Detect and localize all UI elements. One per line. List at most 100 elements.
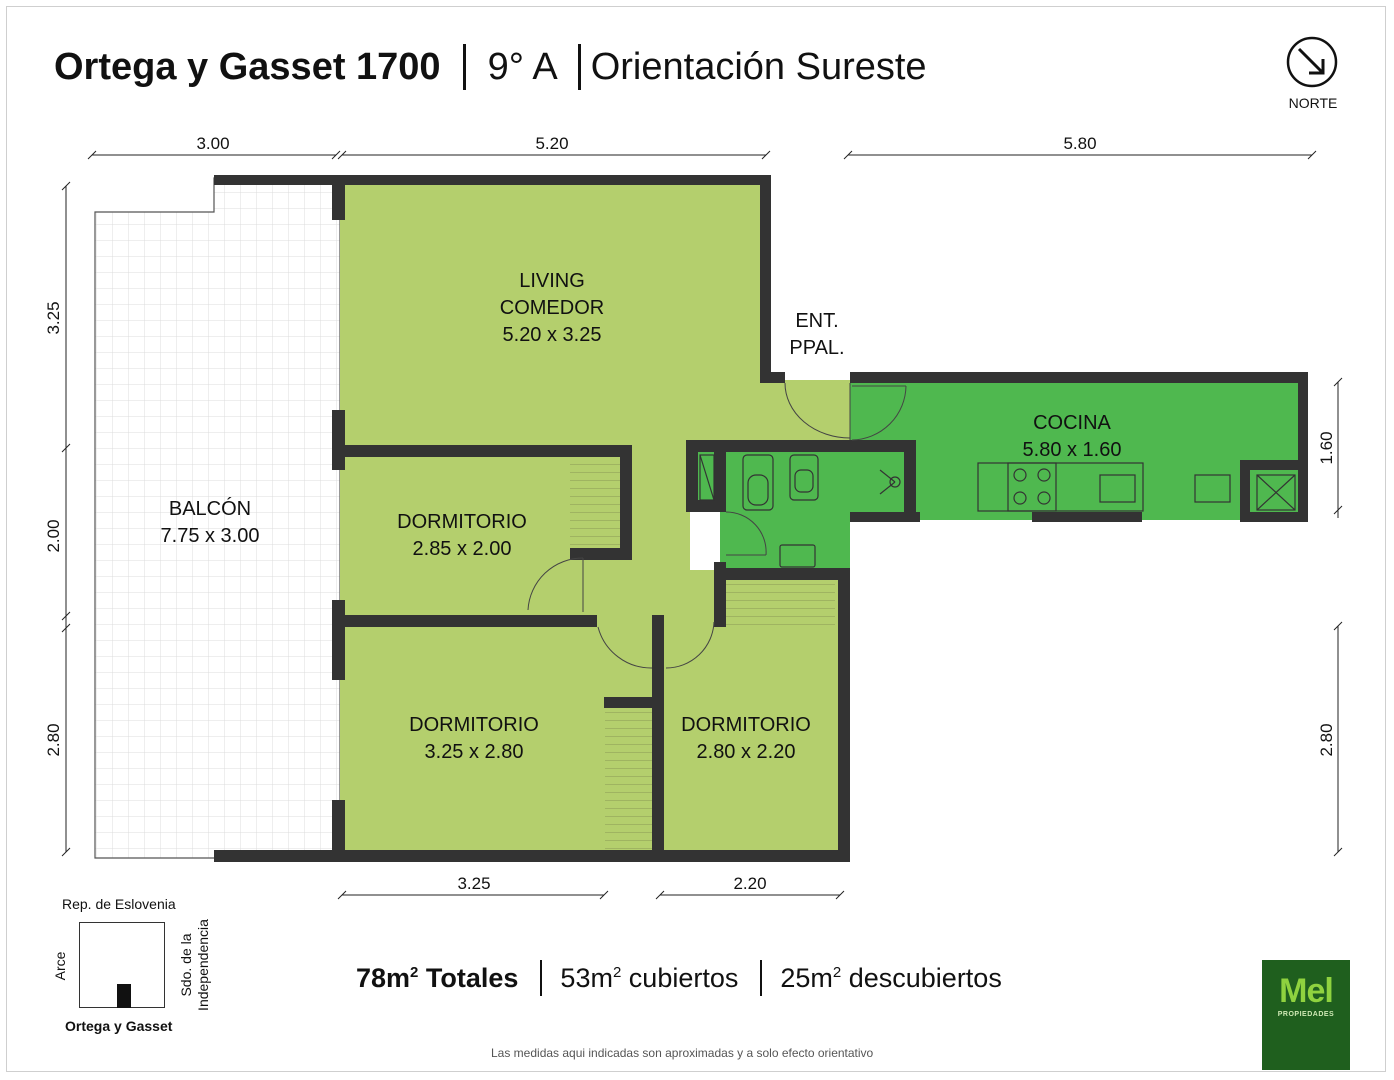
dim-bottom-2: 2.20 (733, 874, 767, 893)
building-marker (117, 984, 131, 1008)
logo-name: Mel (1279, 972, 1334, 1010)
total-area-label: Totales (418, 962, 519, 993)
wall (332, 410, 345, 470)
cooktop-icon (1007, 462, 1057, 512)
kitchen-sink-icon (1099, 474, 1136, 503)
bathtub-icon (742, 454, 774, 511)
wall (1240, 460, 1250, 522)
logo-tagline: PROPIEDADES (1277, 1011, 1335, 1018)
toilet-icon (789, 454, 819, 501)
wall (332, 600, 345, 680)
total-area-value: 78m (356, 962, 411, 993)
covered-area-sup: 2 (612, 963, 622, 981)
wall (620, 445, 632, 560)
bedroom-2-label: DORMITORIO 3.25 x 2.80 (409, 712, 539, 766)
balcony-name: BALCÓN (168, 498, 252, 520)
street-bottom-label: Ortega y Gasset (65, 1018, 173, 1034)
bedroom-1-dims: 2.85 x 2.00 (412, 538, 512, 560)
dim-right-1: 1.60 (1317, 431, 1336, 465)
wall (1240, 512, 1308, 522)
wall (332, 800, 345, 858)
entrance-door-swing (784, 382, 851, 439)
wall (686, 440, 916, 452)
dim-top-1: 3.00 (196, 134, 230, 153)
dim-right-2: 2.80 (1317, 723, 1336, 757)
totals-separator (540, 960, 543, 996)
wall (714, 440, 726, 512)
covered-area-value: 53m (560, 962, 613, 993)
wall (332, 185, 345, 220)
dim-left-3: 2.80 (44, 723, 63, 757)
kitchen-area (850, 378, 1308, 520)
closet-1 (570, 455, 625, 550)
address-title: Ortega y Gasset 1700 (54, 45, 441, 88)
bathroom-door-swing (725, 511, 767, 556)
wall (760, 175, 771, 383)
living-room-dims: 5.20 x 3.25 (502, 324, 602, 346)
balcony-dims: 7.75 x 3.00 (160, 525, 260, 547)
entrance-line1: ENT. (795, 310, 839, 332)
area-totals: 78m2 Totales 53m2 cubiertos 25m2 descubi… (356, 960, 1002, 996)
living-room-label: LIVING COMEDOR 5.20 x 3.25 (500, 268, 604, 349)
bedroom-1-label: DORMITORIO 2.85 x 2.00 (397, 509, 527, 563)
bedroom-2-name: DORMITORIO (409, 714, 539, 736)
bedroom3-door-swing (665, 621, 715, 669)
shower-icon (699, 454, 715, 501)
wall (652, 615, 664, 860)
street-right-line1: Sdo. de la (178, 933, 194, 997)
arrow-down-right-icon (1286, 36, 1338, 88)
wall (838, 568, 850, 862)
page-frame (6, 6, 1386, 1072)
kitchen-label: COCINA 5.80 x 1.60 (1023, 410, 1122, 464)
total-area-sup: 2 (410, 963, 419, 981)
wall (760, 372, 785, 383)
wall (1240, 460, 1298, 470)
covered-area-label: cubiertos (621, 962, 739, 993)
wall (686, 440, 698, 512)
dim-left-1: 3.25 (44, 301, 63, 335)
counter (977, 462, 1144, 512)
balcony-label: BALCÓN 7.75 x 3.00 (161, 496, 260, 550)
wall (904, 440, 916, 522)
bedroom2-door-swing (597, 626, 653, 669)
page-title: Ortega y Gasset 1700 9° A Orientación Su… (54, 44, 927, 90)
wall (714, 568, 850, 580)
street-left-label: Arce (52, 951, 68, 981)
street-right-line2: Independencia (195, 919, 211, 1011)
bedroom-1-name: DORMITORIO (397, 511, 527, 533)
dim-top-3: 5.80 (1063, 134, 1097, 153)
living-room-name-2: COMEDOR (499, 297, 605, 319)
wall (332, 615, 597, 627)
entrance-line2: PPAL. (789, 337, 845, 359)
totals-separator (760, 960, 763, 996)
street-right-label: Sdo. de la Independencia (178, 905, 212, 1025)
wall (838, 803, 850, 862)
uncovered-area-label: descubiertos (841, 962, 1002, 993)
living-room-area (340, 178, 850, 660)
laundry-sink-icon (1194, 474, 1231, 503)
uncovered-area-value: 25m (780, 962, 833, 993)
bathroom-area (690, 440, 915, 570)
kitchen-dims: 5.80 x 1.60 (1022, 439, 1122, 461)
orientation-label: Orientación Sureste (590, 45, 927, 88)
dim-left-2: 2.00 (44, 519, 63, 553)
covered-area: 53m2 cubiertos (560, 963, 738, 994)
sink-icon (779, 544, 816, 568)
wall (1032, 512, 1142, 522)
title-separator (577, 44, 581, 90)
entrance-label: ENT. PPAL. (789, 308, 844, 362)
wall (604, 697, 662, 708)
total-area: 78m2 Totales (356, 963, 518, 994)
bedroom-2-dims: 3.25 x 2.80 (424, 741, 524, 763)
uncovered-area-sup: 2 (832, 963, 842, 981)
wall (570, 548, 632, 560)
wall (850, 512, 920, 522)
bedroom-3-label: DORMITORIO 2.80 x 2.20 (681, 712, 811, 766)
wall (850, 372, 1308, 383)
living-room-name: LIVING (519, 270, 585, 292)
wall (214, 175, 770, 185)
mel-logo: Mel PROPIEDADES (1262, 960, 1350, 1070)
wall (214, 850, 850, 862)
dim-bottom-1: 3.25 (457, 874, 491, 893)
